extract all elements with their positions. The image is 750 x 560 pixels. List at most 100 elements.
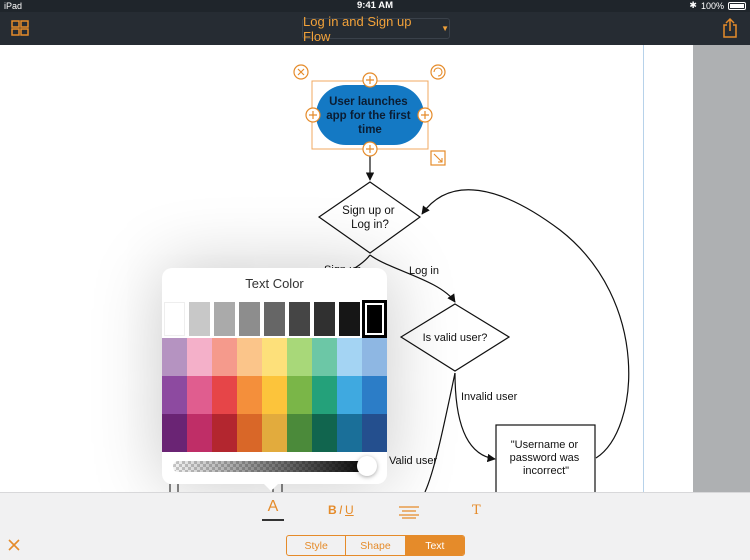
color-swatch[interactable] (162, 414, 187, 452)
bold-tool[interactable]: B (328, 503, 337, 517)
error-line2: password was (510, 452, 580, 464)
color-swatch[interactable] (362, 414, 387, 452)
edge-label-valid: Valid user (389, 455, 437, 467)
delete-node-icon[interactable] (293, 64, 309, 80)
inspector-tabs: Style Shape Text (286, 535, 465, 556)
bluetooth-icon: ✱ (689, 0, 697, 10)
svg-text:User launches app for the: User launches app for the first time (326, 96, 414, 136)
status-right: ✱ 100% (689, 0, 746, 11)
nav-bar: Log in and Sign up Flow ▼ (0, 12, 750, 45)
color-swatch[interactable] (187, 338, 212, 376)
popover-arrow (263, 483, 279, 491)
document-title: Log in and Sign up Flow (303, 13, 412, 44)
svg-text:Sign up or Log in?: Sign up or Log in? (342, 205, 398, 231)
color-swatch[interactable] (187, 414, 212, 452)
text-color-popover: Text Color (162, 268, 387, 484)
color-swatch[interactable] (212, 300, 237, 338)
page-boundary (643, 45, 644, 492)
text-align-icon[interactable] (398, 505, 420, 519)
color-swatch[interactable] (162, 376, 187, 414)
color-swatch[interactable] (162, 338, 187, 376)
color-swatch[interactable] (237, 338, 262, 376)
start-node-line3: time (358, 124, 382, 136)
layout-grid-icon[interactable] (11, 20, 29, 36)
rotate-node-icon[interactable] (430, 64, 446, 80)
color-swatch[interactable] (337, 338, 362, 376)
decision2-label: Is valid user? (423, 332, 488, 344)
decision-valid-user[interactable] (399, 303, 511, 372)
bottom-toolbar: A B I U T (0, 492, 750, 560)
start-node[interactable] (316, 85, 424, 145)
text-color-tool[interactable]: A (267, 498, 279, 515)
color-swatch[interactable] (187, 376, 212, 414)
color-swatch[interactable] (212, 376, 237, 414)
edge-valid (424, 372, 456, 493)
error-line3: incorrect" (523, 465, 569, 477)
active-tool-indicator (262, 519, 284, 521)
color-swatch[interactable] (287, 414, 312, 452)
edge-invalid (454, 372, 496, 463)
color-swatch[interactable] (362, 300, 387, 338)
opacity-slider-track[interactable] (173, 461, 373, 472)
share-icon[interactable] (722, 17, 738, 39)
color-swatch[interactable] (262, 414, 287, 452)
color-swatch[interactable] (287, 338, 312, 376)
battery-icon (728, 1, 746, 10)
color-swatch[interactable] (212, 414, 237, 452)
add-right-handle-icon[interactable] (417, 107, 433, 123)
carrier-label: iPad (4, 1, 23, 11)
tab-text[interactable]: Text (405, 536, 464, 555)
edge-label-invalid: Invalid user (461, 391, 518, 403)
svg-text:"Username or password was: "Username or password was incorrect" (510, 439, 583, 477)
color-swatch[interactable] (287, 300, 312, 338)
color-swatch[interactable] (187, 300, 212, 338)
color-swatch[interactable] (237, 414, 262, 452)
font-tool[interactable]: T (472, 503, 481, 518)
color-swatch[interactable] (262, 338, 287, 376)
color-swatch[interactable] (312, 338, 337, 376)
tab-style[interactable]: Style (287, 536, 347, 555)
color-swatch[interactable] (237, 376, 262, 414)
status-bar: iPad 9:41 AM ✱ 100% (0, 0, 750, 12)
edge-loop-back (421, 189, 630, 459)
add-left-handle-icon[interactable] (305, 107, 321, 123)
decision1-line2: Log in? (351, 219, 389, 231)
color-swatch[interactable] (262, 376, 287, 414)
canvas-gutter (693, 45, 750, 492)
color-swatch[interactable] (237, 300, 262, 338)
opacity-slider-knob[interactable] (357, 456, 377, 476)
battery-percent: 100% (700, 0, 724, 11)
color-swatch[interactable] (262, 300, 287, 338)
document-title-button[interactable]: Log in and Sign up Flow ▼ (302, 14, 450, 44)
color-swatch[interactable] (212, 338, 237, 376)
color-swatch[interactable] (312, 414, 337, 452)
color-swatch[interactable] (312, 376, 337, 414)
decision-signup-login[interactable] (317, 181, 422, 254)
error-line1: "Username or (511, 439, 579, 451)
clock: 9:41 AM (356, 0, 394, 11)
underline-tool[interactable]: U (345, 503, 354, 517)
edge-label-login: Log in (409, 265, 439, 277)
start-node-line1: User launches (329, 96, 408, 108)
start-node-line2: app for the first (326, 110, 411, 122)
popover-title: Text Color (245, 276, 304, 291)
color-swatch[interactable] (287, 376, 312, 414)
color-swatch[interactable] (362, 376, 387, 414)
add-bottom-handle-icon[interactable] (362, 141, 378, 157)
resize-node-icon[interactable] (430, 150, 446, 166)
color-swatch[interactable] (337, 376, 362, 414)
error-message-box[interactable] (495, 424, 596, 496)
edge-login (369, 254, 456, 303)
italic-tool[interactable]: I (339, 503, 343, 517)
close-icon[interactable] (6, 537, 22, 553)
color-swatch[interactable] (362, 338, 387, 376)
color-swatch[interactable] (162, 300, 187, 338)
color-swatch[interactable] (337, 300, 362, 338)
color-swatch[interactable] (312, 300, 337, 338)
caret-down-icon: ▼ (441, 24, 449, 33)
add-top-handle-icon[interactable] (362, 72, 378, 88)
color-swatch[interactable] (337, 414, 362, 452)
decision1-line1: Sign up or (342, 205, 395, 217)
tab-shape[interactable]: Shape (346, 536, 406, 555)
